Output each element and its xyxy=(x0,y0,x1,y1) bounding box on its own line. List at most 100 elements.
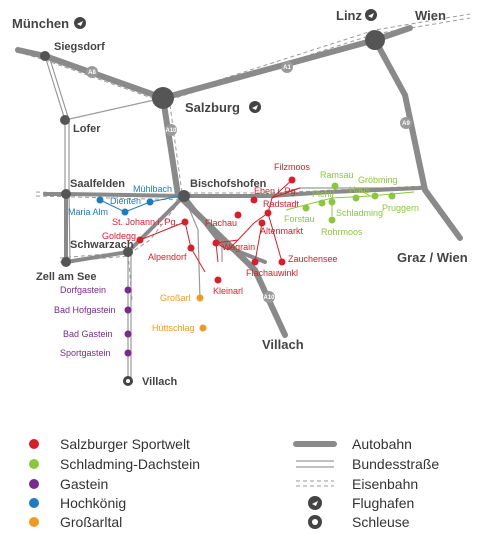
legend-dot-gastein xyxy=(29,479,39,489)
town-grossarl: Großarl xyxy=(160,293,191,303)
schladming-towns: Ramsau Gröbming Pichl Haus Forstau Schla… xyxy=(284,170,419,237)
town-radstadt: Radstadt xyxy=(263,199,300,209)
label-zell-am-see: Zell am See xyxy=(36,271,97,283)
legend-dot-schladming xyxy=(29,459,39,469)
town-dot xyxy=(214,276,222,284)
svg-text:A8: A8 xyxy=(88,70,96,76)
town-dot xyxy=(146,198,154,206)
town-dot xyxy=(136,236,144,244)
town-dot xyxy=(302,204,310,212)
town-dot xyxy=(124,349,132,357)
town-dot xyxy=(288,176,296,184)
town-schladming: Schladming xyxy=(336,208,383,218)
label-schwarzach: Schwarzach xyxy=(70,239,134,251)
town-dienten: Dienten xyxy=(110,196,141,206)
town-dot xyxy=(371,192,379,200)
shield-a10-south: A10 xyxy=(263,291,275,303)
legend-label: Großarltal xyxy=(60,514,122,530)
tunnel-icon xyxy=(123,376,133,386)
town-kleinarl: Kleinarl xyxy=(213,286,243,296)
svg-text:A10: A10 xyxy=(165,128,177,134)
town-dot xyxy=(181,218,189,226)
town-dot xyxy=(251,258,259,266)
town-maria-alm: Maria Alm xyxy=(68,207,108,217)
town-zauchensee: Zauchensee xyxy=(288,254,338,264)
legend-label: Bundesstraße xyxy=(352,456,439,472)
town-dot xyxy=(318,199,326,207)
label-lofer: Lofer xyxy=(73,123,101,135)
tunnel-icon xyxy=(308,515,322,529)
legend-dot-hochkoenig xyxy=(29,498,39,508)
town-dot xyxy=(212,239,220,247)
shield-a10-north: A10 xyxy=(165,124,177,136)
town-pruggern: Pruggern xyxy=(382,203,419,213)
town-dot xyxy=(258,219,266,227)
hochkoenig-towns: Mühlbach Dienten Maria Alm xyxy=(68,184,181,217)
town-sportgastein: Sportgastein xyxy=(60,348,111,358)
shield-a1: A1 xyxy=(281,61,293,73)
town-dot xyxy=(121,208,129,216)
legend-label: Eisenbahn xyxy=(352,476,418,492)
label-villach-main: Villach xyxy=(262,337,304,352)
label-siegsdorf: Siegsdorf xyxy=(54,41,105,53)
shield-a8: A8 xyxy=(86,66,98,78)
legend-label: Salzburger Sportwelt xyxy=(60,436,190,452)
town-bad-gastein: Bad Gastein xyxy=(63,329,113,339)
town-dot xyxy=(234,211,242,219)
town-bad-hofgastein: Bad Hofgastein xyxy=(54,305,116,315)
legend-dot-salzburger xyxy=(29,439,39,449)
label-salzburg: Salzburg xyxy=(185,100,240,115)
legend-dot-grossarl xyxy=(29,517,39,527)
town-flachau: Flachau xyxy=(205,218,237,228)
town-dot xyxy=(124,286,132,294)
town-altenmarkt: Altenmarkt xyxy=(260,226,304,236)
legend-label: Flughafen xyxy=(352,495,414,511)
svg-text:A1: A1 xyxy=(283,65,291,71)
label-wien: Wien xyxy=(415,8,446,23)
town-groebming: Gröbming xyxy=(358,175,398,185)
legend: Salzburger Sportwelt Schladming-Dachstei… xyxy=(29,436,439,530)
town-dot xyxy=(250,196,258,204)
town-flachauwinkl: Flachauwinkl xyxy=(246,268,298,278)
grossarl-towns: Großarl Hüttschlag xyxy=(152,293,207,333)
town-dot xyxy=(124,306,132,314)
town-dot xyxy=(328,216,336,224)
label-graz-wien: Graz / Wien xyxy=(397,250,468,265)
town-rohrmoos: Rohrmoos xyxy=(321,227,363,237)
label-saalfelden: Saalfelden xyxy=(70,178,125,190)
svg-text:A10: A10 xyxy=(263,295,275,301)
sportwelt-towns: Filzmoos Eben i. Pg. Radstadt Flachau Al… xyxy=(102,162,338,296)
town-dot xyxy=(199,324,207,332)
town-huettschlag: Hüttschlag xyxy=(152,323,195,333)
town-dot xyxy=(278,258,286,266)
label-villach-tunnel: Villach xyxy=(142,376,178,388)
highway-shields: A8 A1 A10 A10 A9 xyxy=(86,61,412,303)
town-dot xyxy=(352,194,360,202)
town-dot xyxy=(328,198,336,206)
town-dorfgastein: Dorfgastein xyxy=(60,285,106,295)
legend-label: Schladming-Dachstein xyxy=(60,456,200,472)
city-labels: München Linz Wien Siegsdorf Salzburg Lof… xyxy=(12,8,468,352)
svg-text:A9: A9 xyxy=(402,121,410,127)
airport-icon xyxy=(74,17,86,29)
label-bischofshofen: Bischofshofen xyxy=(190,178,267,190)
town-wagrain: Wagrain xyxy=(222,242,255,252)
shield-a9: A9 xyxy=(400,117,412,129)
town-dot xyxy=(388,192,396,200)
town-dot xyxy=(187,244,195,252)
town-pichl: Pichl xyxy=(312,189,332,199)
legend-label: Gastein xyxy=(60,476,108,492)
town-dot xyxy=(96,196,104,204)
legend-label: Hochkönig xyxy=(60,495,126,511)
airport-icon xyxy=(365,9,377,21)
town-st-johann: St. Johann i. Pg. xyxy=(112,217,178,227)
airport-icon xyxy=(249,101,261,113)
airport-icon xyxy=(308,496,322,510)
town-dot xyxy=(264,209,272,217)
legend-label: Schleuse xyxy=(352,514,410,530)
town-dot xyxy=(331,182,339,190)
town-eben: Eben i. Pg. xyxy=(254,186,298,196)
town-goldegg: Goldegg xyxy=(102,231,136,241)
label-linz: Linz xyxy=(336,8,362,23)
